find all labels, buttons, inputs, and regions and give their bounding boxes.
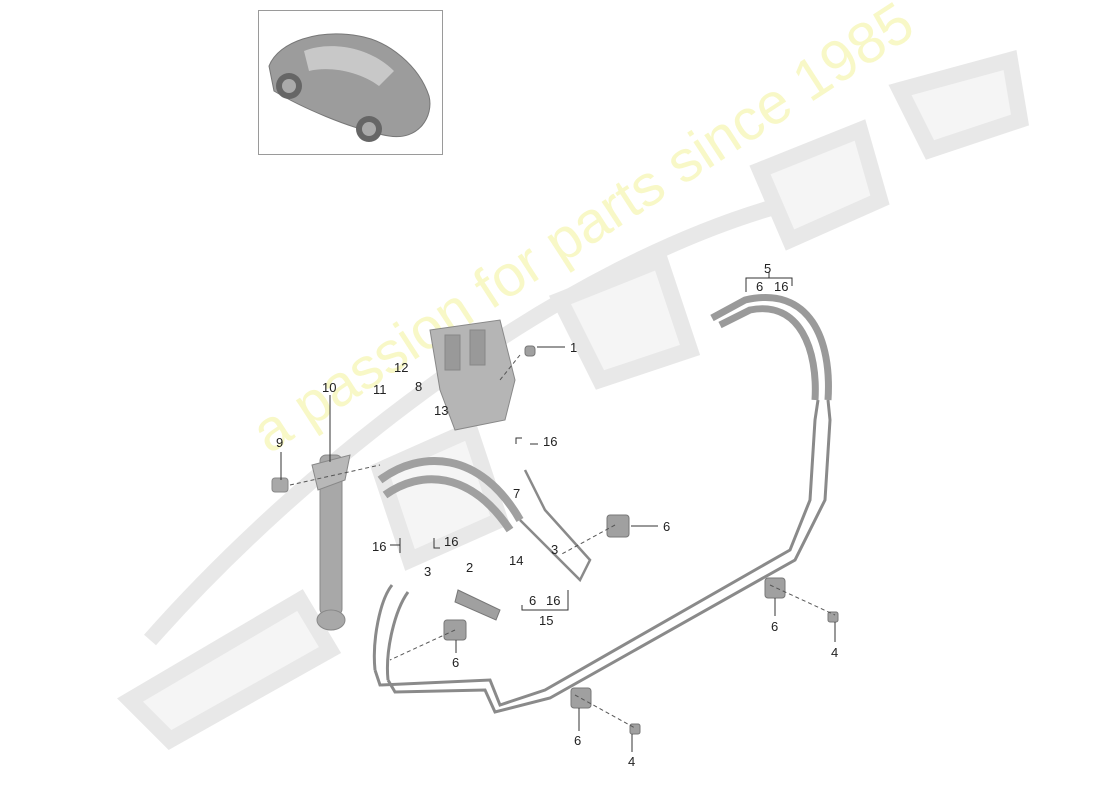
callout-3[interactable]: 3: [551, 542, 559, 557]
vehicle-thumbnail[interactable]: [258, 10, 443, 155]
callout-6[interactable]: 6: [771, 619, 779, 634]
callout-15-sub-6[interactable]: 6: [529, 593, 537, 608]
callout-16[interactable]: 16: [543, 434, 558, 449]
callout-6[interactable]: 6: [452, 655, 460, 670]
callout-15-sub-16[interactable]: 16: [546, 593, 561, 608]
valve-block: [429, 319, 516, 431]
callout-5-sub-16[interactable]: 16: [774, 279, 789, 294]
callout-10[interactable]: 10: [322, 380, 337, 395]
callout-2[interactable]: 2: [466, 560, 474, 575]
car-icon: [268, 33, 431, 142]
callout-6[interactable]: 6: [663, 519, 671, 534]
callout-8[interactable]: 8: [415, 379, 423, 394]
callout-9[interactable]: 9: [276, 435, 284, 450]
callout-14[interactable]: 14: [509, 553, 524, 568]
callout-5-sub-6[interactable]: 6: [756, 279, 764, 294]
callout-7[interactable]: 7: [513, 486, 521, 501]
callout-16[interactable]: 16: [444, 534, 459, 549]
callout-5[interactable]: 5: [764, 261, 772, 276]
callout-16[interactable]: 16: [372, 539, 387, 554]
callout-13[interactable]: 13: [434, 403, 449, 418]
callout-4[interactable]: 4: [628, 754, 636, 769]
callout-11[interactable]: 11: [373, 382, 387, 397]
strut: [271, 454, 351, 631]
callout-1[interactable]: 1: [570, 340, 578, 355]
callout-15[interactable]: 15: [539, 613, 554, 628]
callout-6[interactable]: 6: [574, 733, 582, 748]
callout-3[interactable]: 3: [424, 564, 432, 579]
callout-4[interactable]: 4: [831, 645, 839, 660]
callout-12[interactable]: 12: [394, 360, 409, 375]
